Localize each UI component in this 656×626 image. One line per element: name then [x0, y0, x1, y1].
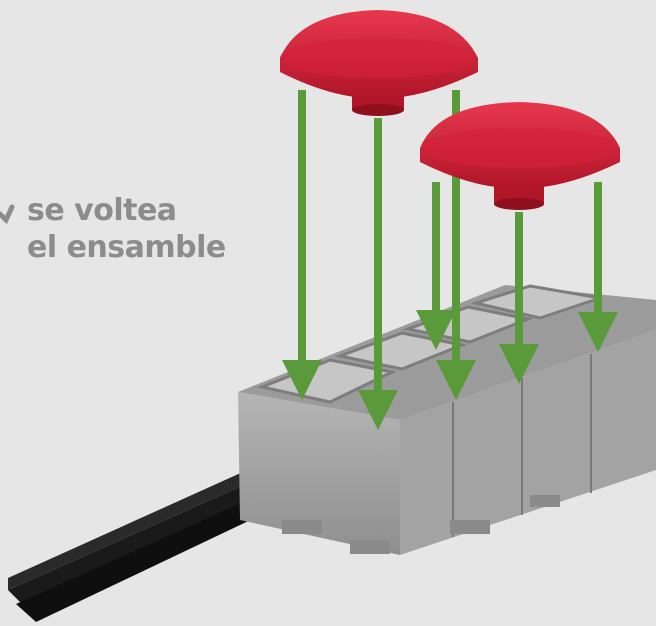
instruction-line-1: se voltea — [27, 193, 177, 228]
red-button-2 — [420, 102, 620, 210]
turn-over-hint-icon — [0, 204, 15, 225]
insertion-arrows — [282, 90, 618, 430]
instruction-line-2: el ensamble — [27, 230, 226, 265]
red-button-1 — [280, 10, 478, 116]
gray-block-assembly — [238, 284, 656, 555]
